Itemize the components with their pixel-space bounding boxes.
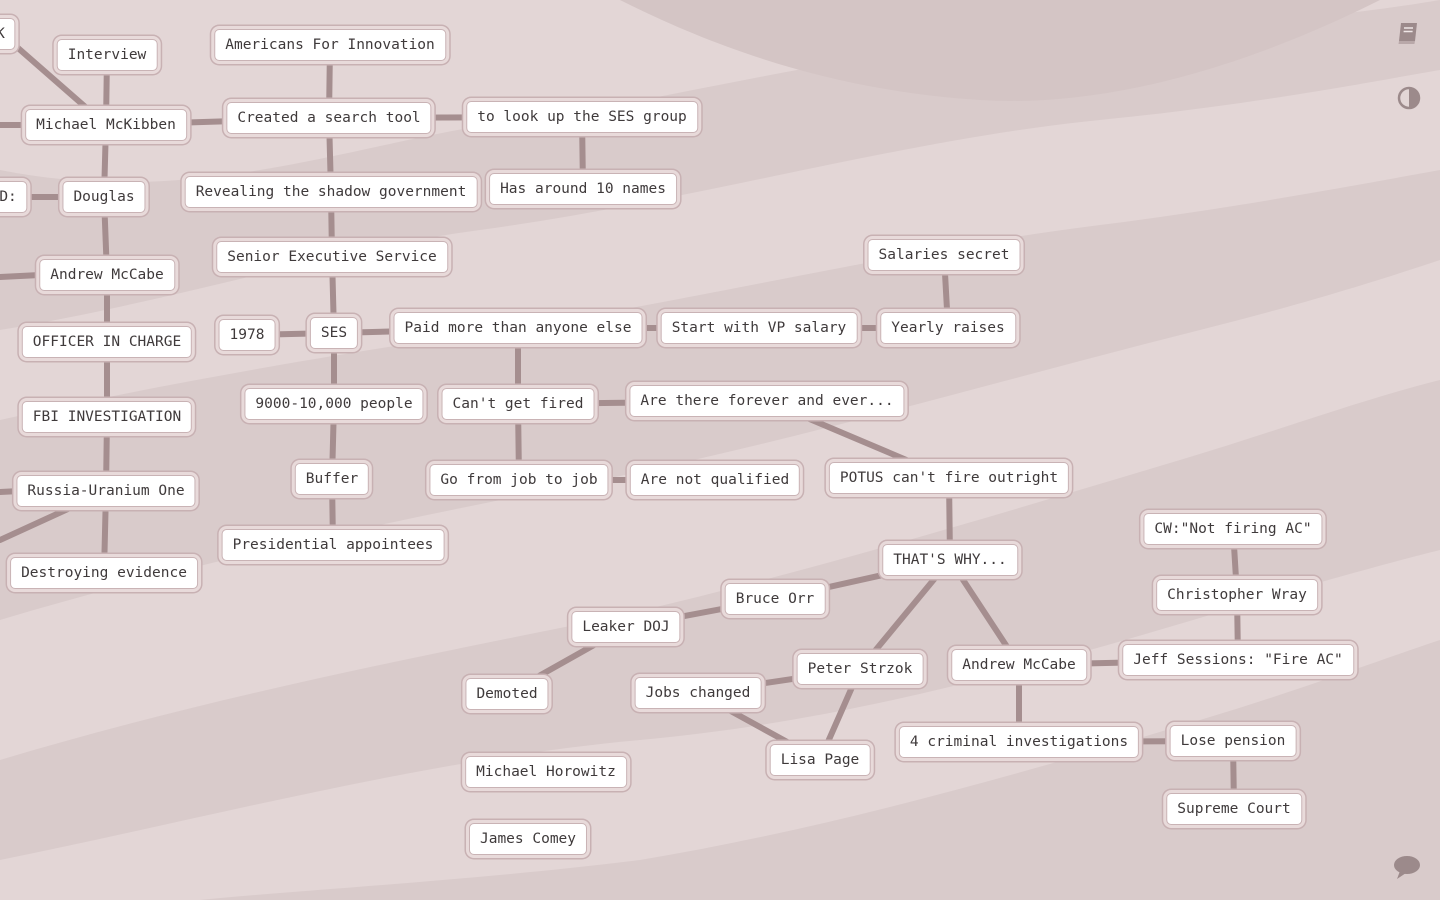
link-thatswhy-mccabe2	[947, 557, 1022, 668]
link-thatswhy-strzok	[857, 557, 953, 672]
link-offscreen-1	[0, 272, 43, 280]
node-ses[interactable]: SES	[309, 317, 359, 349]
node-comey[interactable]: James Comey	[468, 823, 588, 855]
link-offscreen-3	[0, 505, 73, 543]
node-yearly[interactable]: Yearly raises	[880, 312, 1016, 344]
node-shadow[interactable]: Revealing the shadow government	[184, 176, 478, 208]
node-potus[interactable]: POTUS can't fire outright	[828, 462, 1070, 494]
node-notqual[interactable]: Are not qualified	[629, 464, 801, 496]
node-searchtool[interactable]: Created a search tool	[226, 102, 432, 134]
node-douglas[interactable]: Douglas	[62, 181, 146, 213]
node-presidential[interactable]: Presidential appointees	[221, 529, 445, 561]
node-lisa[interactable]: Lisa Page	[769, 744, 871, 776]
notebook-icon[interactable]	[1393, 18, 1423, 48]
node-criminal[interactable]: 4 criminal investigations	[898, 726, 1140, 758]
node-mk[interactable]: MK	[0, 18, 16, 50]
node-strzok[interactable]: Peter Strzok	[796, 653, 924, 685]
node-paid[interactable]: Paid more than anyone else	[393, 312, 643, 344]
node-fired[interactable]: Can't get fired	[441, 388, 595, 420]
node-thatswhy[interactable]: THAT'S WHY...	[882, 544, 1018, 576]
node-bruce[interactable]: Bruce Orr	[724, 583, 826, 615]
node-horowitz[interactable]: Michael Horowitz	[465, 756, 627, 788]
node-leaker[interactable]: Leaker DOJ	[571, 611, 681, 643]
node-fbi[interactable]: FBI INVESTIGATION	[21, 401, 193, 433]
node-officer[interactable]: OFFICER IN CHARGE	[21, 326, 193, 358]
node-jobtojob[interactable]: Go from job to job	[429, 464, 609, 496]
contrast-icon[interactable]	[1394, 83, 1424, 113]
node-destroying[interactable]: Destroying evidence	[10, 557, 198, 589]
node-secret[interactable]: Salaries secret	[867, 239, 1021, 271]
node-mccabe1[interactable]: Andrew McCabe	[39, 259, 175, 291]
node-lookup[interactable]: to look up the SES group	[466, 101, 698, 133]
node-jobschanged[interactable]: Jobs changed	[634, 677, 762, 709]
node-sessions[interactable]: Jeff Sessions: "Fire AC"	[1122, 644, 1354, 676]
node-pension[interactable]: Lose pension	[1169, 725, 1297, 757]
node-buffer[interactable]: Buffer	[294, 463, 370, 495]
node-people[interactable]: 9000-10,000 people	[244, 388, 424, 420]
node-wray[interactable]: Christopher Wray	[1156, 579, 1318, 611]
comment-icon[interactable]	[1392, 852, 1422, 882]
node-russia[interactable]: Russia-Uranium One	[16, 475, 196, 507]
node-1978[interactable]: 1978	[218, 319, 276, 351]
node-americans[interactable]: Americans For Innovation	[214, 29, 446, 61]
node-vp[interactable]: Start with VP salary	[660, 312, 858, 344]
node-cw[interactable]: CW:"Not firing AC"	[1143, 513, 1323, 545]
node-demoted[interactable]: Demoted	[465, 678, 549, 710]
node-interview[interactable]: Interview	[56, 39, 158, 71]
node-d[interactable]: D:	[0, 181, 28, 213]
node-supreme[interactable]: Supreme Court	[1166, 793, 1302, 825]
node-mccabe2[interactable]: Andrew McCabe	[951, 649, 1087, 681]
node-10names[interactable]: Has around 10 names	[489, 173, 677, 205]
node-forever[interactable]: Are there forever and ever...	[629, 385, 905, 417]
node-ses-full[interactable]: Senior Executive Service	[216, 241, 448, 273]
node-mckibben[interactable]: Michael McKibben	[25, 109, 187, 141]
